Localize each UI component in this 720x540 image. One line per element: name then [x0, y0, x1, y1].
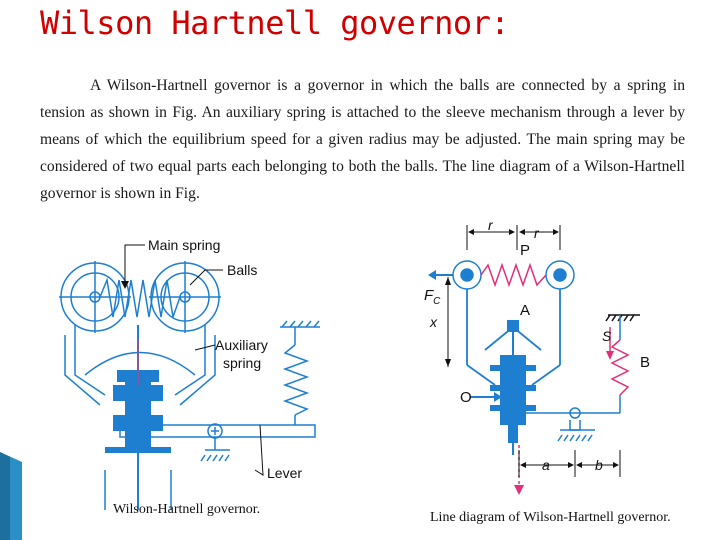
label-spring: spring	[223, 355, 261, 371]
label-O: O	[460, 389, 472, 406]
wilson-hartnell-figure: Main spring Balls Auxiliary spring Lever	[59, 237, 320, 510]
slide-title: Wilson Hartnell governor:	[40, 4, 510, 42]
label-Fc: FC	[424, 287, 441, 307]
line-diagram-figure: r r P FC A x S B O a b	[424, 217, 650, 495]
label-B: B	[640, 354, 650, 371]
auxiliary-spring	[280, 320, 320, 425]
corner-decoration	[0, 452, 22, 540]
ball-right	[545, 260, 575, 290]
label-x: x	[429, 314, 438, 330]
label-balls: Balls	[227, 262, 257, 278]
left-ball	[59, 261, 131, 333]
description-paragraph: A Wilson-Hartnell governor is a governor…	[40, 77, 685, 202]
label-main-spring: Main spring	[148, 237, 220, 253]
caption-left: Wilson-Hartnell governor.	[113, 502, 261, 517]
label-a: a	[542, 457, 550, 473]
auxiliary-spring-B	[605, 314, 640, 413]
label-A: A	[520, 302, 530, 319]
ball-left	[452, 260, 482, 290]
caption-right: Line diagram of Wilson-Hartnell governor…	[430, 510, 671, 525]
label-P: P	[520, 242, 530, 259]
label-b: b	[595, 457, 603, 473]
label-lever: Lever	[267, 465, 302, 481]
label-auxiliary: Auxiliary	[215, 337, 268, 353]
lever	[119, 423, 316, 462]
right-ball	[149, 261, 221, 333]
ball-spring	[480, 262, 547, 288]
label-S: S	[602, 328, 612, 344]
spindle	[490, 320, 536, 455]
label-r1: r	[488, 217, 494, 233]
label-r2: r	[534, 225, 540, 241]
main-spring	[99, 277, 181, 318]
